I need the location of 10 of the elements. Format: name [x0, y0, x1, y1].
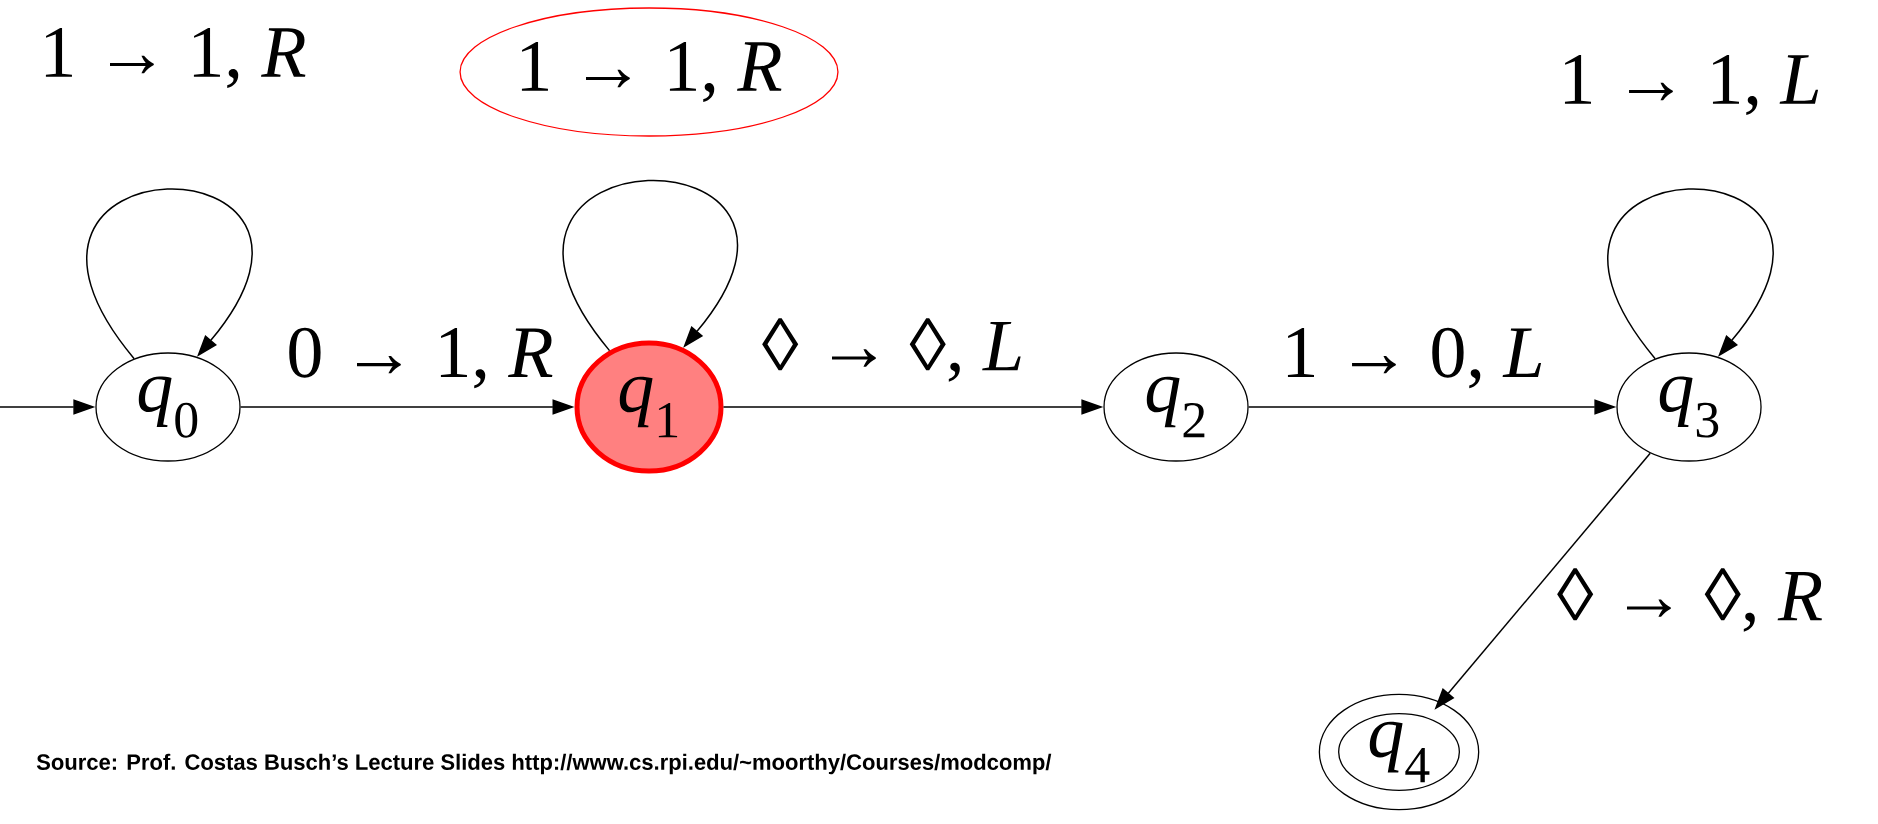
- arrow: [562, 179, 739, 352]
- source-note: Source: Prof. Costas Busch’s Lecture Slides http://www.cs.rpi.edu/~moorthy/Courses/modcomp/: [36, 753, 1052, 775]
- edge-label: 1 → 0, L: [1287, 327, 1542, 389]
- edge-label: 1 → 1, R: [45, 27, 306, 89]
- edge-label: 1 → 1, L: [1564, 54, 1819, 116]
- edge-label: 0 → 1, R: [289, 327, 553, 389]
- edge-label: ◊ → ◊, R: [1557, 568, 1822, 632]
- arrow: [1607, 188, 1774, 360]
- edge-label: ◊ → ◊, L: [762, 318, 1021, 382]
- arrow: [86, 188, 253, 360]
